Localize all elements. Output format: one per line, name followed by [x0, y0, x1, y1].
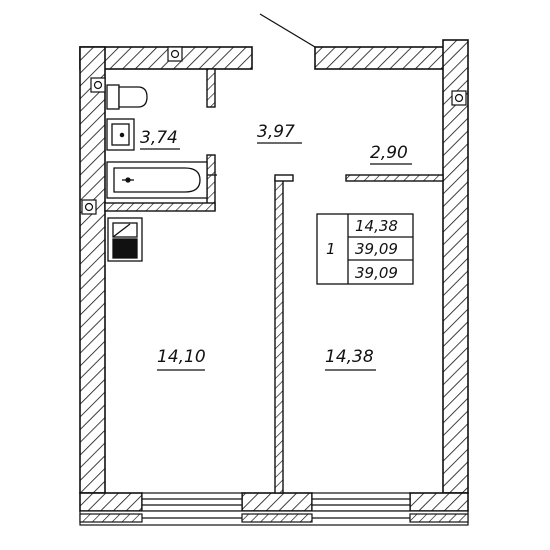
balcony-rail-right [409, 513, 469, 523]
wall-top-right [314, 46, 446, 70]
area-label: 2,90 [370, 143, 408, 163]
entrance-door-leaf [259, 13, 316, 48]
windows [141, 492, 411, 512]
balcony-rail-middle [241, 513, 313, 523]
wall-bottom-middle [241, 492, 313, 512]
bathroom-partition [206, 154, 216, 211]
apartment-summary-table: 1 14,38 39,09 39,09 [316, 213, 414, 285]
vent-icon [167, 46, 183, 62]
window-kitchen [141, 492, 243, 512]
wall-top-left [79, 46, 253, 70]
sink-icon [106, 118, 135, 151]
area-label: 14,10 [157, 347, 206, 367]
balcony-strip [79, 510, 469, 526]
vent-icon [451, 90, 467, 106]
partition-stub-top [206, 68, 216, 108]
vent-icon [81, 199, 97, 215]
outer-walls [79, 39, 469, 512]
stove-icon [107, 217, 143, 262]
wall-right [442, 39, 469, 494]
total-area-balcony-value: 39,09 [355, 264, 398, 282]
bathtub-icon [106, 161, 217, 199]
room-label-bathroom: 3,74 [140, 128, 180, 150]
living-area-value: 14,38 [355, 217, 398, 235]
room-label-living-room: 14,38 [325, 347, 376, 371]
rooms-count: 1 [326, 240, 336, 258]
ventilation-markers [81, 46, 467, 215]
area-label: 14,38 [325, 347, 374, 367]
partition-kitchen-living [274, 177, 284, 494]
room-label-wardrobe: 2,90 [370, 143, 412, 165]
vent-icon [90, 77, 106, 93]
wall-left [79, 46, 106, 494]
toilet-icon [106, 84, 148, 110]
window-living-room [311, 492, 411, 512]
wardrobe-partition [345, 174, 444, 182]
wall-bottom-left [79, 492, 143, 512]
balcony-rail-left [79, 513, 143, 523]
area-label: 3,74 [140, 128, 178, 148]
area-label: 3,97 [257, 122, 295, 142]
bathroom-bottom-wall [104, 202, 216, 212]
room-label-hall: 3,97 [257, 122, 302, 144]
wall-bottom-right [409, 492, 469, 512]
total-area-value: 39,09 [355, 240, 398, 258]
room-label-kitchen: 14,10 [157, 347, 206, 371]
